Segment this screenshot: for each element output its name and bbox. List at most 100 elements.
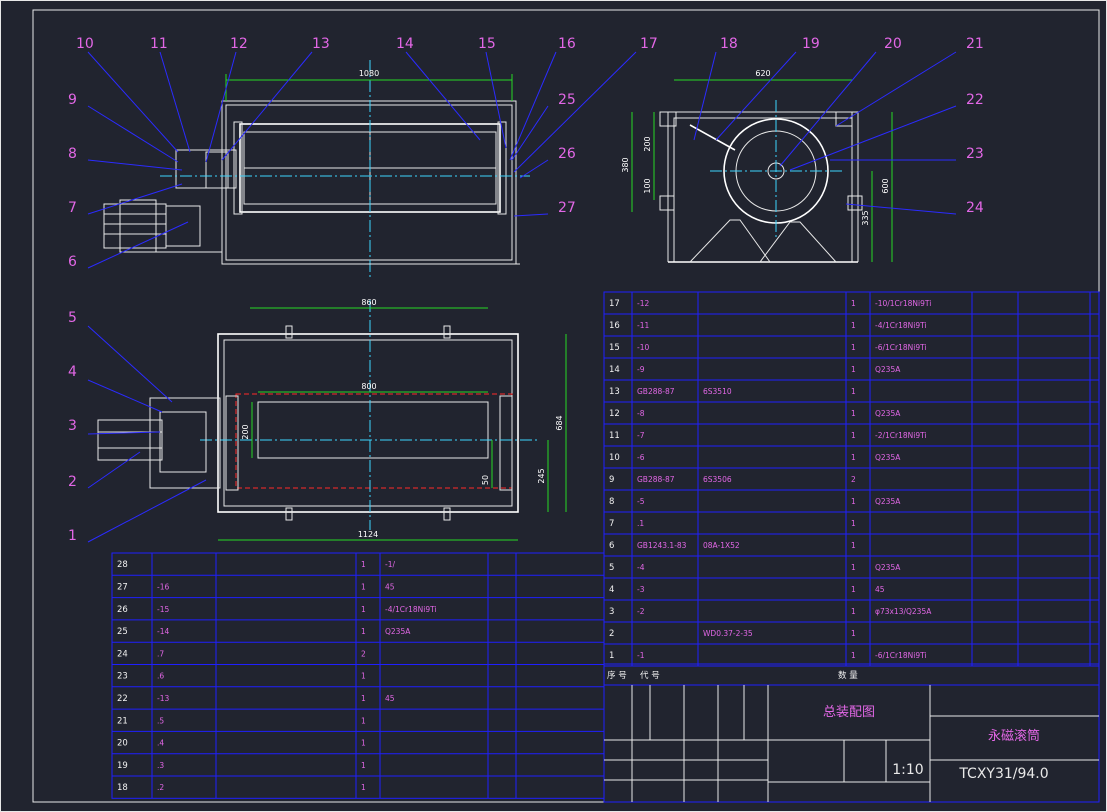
front-view: 1080 bbox=[103, 60, 530, 280]
bom-right-row-11-col-4: -2/1Cr18Ni9Ti bbox=[875, 431, 927, 440]
bom-left-row-27-col-1: -16 bbox=[157, 582, 169, 591]
bom-left-row-28-col-3: 1 bbox=[361, 560, 366, 569]
bom-right-row-8-col-3: 1 bbox=[851, 497, 856, 506]
bom-left-row-22-col-3: 1 bbox=[361, 694, 366, 703]
bom-right-row-13-col-0: 13 bbox=[609, 387, 620, 397]
bom-left-row-18-col-1: .2 bbox=[157, 783, 164, 792]
bom-left-row-20-col-3: 1 bbox=[361, 739, 366, 748]
balloon-21: 21 bbox=[966, 36, 984, 52]
bom-left-row-23-col-0: 23 bbox=[117, 672, 128, 682]
bom-left-row-26-col-1: -15 bbox=[157, 605, 169, 614]
bom-right-row-3-col-0: 3 bbox=[609, 607, 614, 617]
header-code: 代 号 bbox=[640, 670, 660, 681]
bom-left-row-26-col-3: 1 bbox=[361, 605, 366, 614]
dim-600: 600 bbox=[881, 178, 890, 193]
bom-left-row-28-col-0: 28 bbox=[117, 560, 128, 570]
bom-right-row-7-col-0: 7 bbox=[609, 519, 614, 529]
bom-right-row-9-col-3: 2 bbox=[851, 475, 856, 484]
dim-1124: 1124 bbox=[358, 530, 378, 539]
balloon-15: 15 bbox=[478, 36, 496, 52]
bom-right-row-14-col-0: 14 bbox=[609, 365, 620, 375]
bom-left-row-25-col-3: 1 bbox=[361, 627, 366, 636]
bom-left-row-21-col-3: 1 bbox=[361, 716, 366, 725]
bom-left-row-28-col-4: -1/ bbox=[385, 560, 395, 569]
bom-right-row-5-col-0: 5 bbox=[609, 563, 614, 573]
bom-header: 序 号 代 号 数 量 bbox=[603, 663, 1100, 686]
balloon-10: 10 bbox=[76, 36, 94, 52]
bom-left-row-19-col-0: 19 bbox=[117, 761, 128, 771]
bom-right-row-1-col-4: -6/1Cr18Ni9Ti bbox=[875, 651, 927, 660]
bom-right-row-12-col-1: -8 bbox=[637, 409, 645, 418]
bom-left-row-22-col-1: -13 bbox=[157, 694, 169, 703]
bom-right-row-6-col-3: 1 bbox=[851, 541, 856, 550]
bom-right-row-8-col-0: 8 bbox=[609, 497, 614, 507]
bom-left-row-20-col-0: 20 bbox=[117, 739, 128, 749]
drawing-title: 总装配图 bbox=[823, 705, 875, 720]
bom-left-row-24-col-1: .7 bbox=[157, 649, 164, 658]
bom-right-row-7-col-3: 1 bbox=[851, 519, 856, 528]
balloon-27: 27 bbox=[558, 200, 576, 216]
bom-left-row-20-col-1: .4 bbox=[157, 739, 164, 748]
bom-left-row-23-col-3: 1 bbox=[361, 672, 366, 681]
dim-200a: 200 bbox=[643, 136, 652, 151]
bom-left-row-27-col-0: 27 bbox=[117, 582, 128, 592]
bom-right-row-11-col-3: 1 bbox=[851, 431, 856, 440]
title-block: 总装配图 永磁滚筒 1:10 TCXY31/94.0 bbox=[603, 684, 1100, 803]
dim-800: 800 bbox=[361, 382, 376, 391]
bom-right-row-4-col-3: 1 bbox=[851, 585, 856, 594]
bom-right-row-13-col-1: GB288-87 bbox=[637, 387, 675, 396]
bom-left-row-26-col-4: -4/1Cr18Ni9Ti bbox=[385, 605, 437, 614]
balloon-12: 12 bbox=[230, 36, 248, 52]
balloon-7: 7 bbox=[68, 200, 77, 216]
bom-left-row-26-col-0: 26 bbox=[117, 605, 128, 615]
balloon-23: 23 bbox=[966, 146, 984, 162]
balloon-25: 25 bbox=[558, 92, 576, 108]
dim-380: 380 bbox=[621, 157, 630, 172]
dim-245: 245 bbox=[537, 468, 546, 483]
bom-right-row-5-col-4: Q235A bbox=[875, 563, 901, 572]
bom-left-row-27-col-3: 1 bbox=[361, 582, 366, 591]
bom-left-row-19-col-3: 1 bbox=[361, 761, 366, 770]
balloon-20: 20 bbox=[884, 36, 902, 52]
bom-left-row-21-col-0: 21 bbox=[117, 716, 128, 726]
plan-view: 860 800 200 50 245 684 1124 bbox=[97, 298, 567, 541]
dim-100: 100 bbox=[643, 178, 652, 193]
balloon-5: 5 bbox=[68, 310, 77, 326]
balloon-9: 9 bbox=[68, 92, 77, 108]
bom-right-row-14-col-3: 1 bbox=[851, 365, 856, 374]
bom-right-row-10-col-3: 1 bbox=[851, 453, 856, 462]
dim-684: 684 bbox=[555, 415, 564, 430]
dim-620: 620 bbox=[755, 69, 770, 78]
balloon-8: 8 bbox=[68, 146, 77, 162]
bom-right-row-16-col-4: -4/1Cr18Ni9Ti bbox=[875, 321, 927, 330]
scale-value: 1:10 bbox=[892, 762, 923, 778]
bom-right-row-9-col-0: 9 bbox=[609, 475, 614, 485]
balloon-17: 17 bbox=[640, 36, 658, 52]
bom-right-row-11-col-1: -7 bbox=[637, 431, 645, 440]
bom-left-row-25-col-1: -14 bbox=[157, 627, 169, 636]
dim-335: 335 bbox=[861, 210, 870, 225]
balloon-22: 22 bbox=[966, 92, 984, 108]
bom-right-row-17-col-0: 17 bbox=[609, 299, 620, 309]
balloon-26: 26 bbox=[558, 146, 576, 162]
balloon-13: 13 bbox=[312, 36, 330, 52]
leader-lines bbox=[87, 51, 957, 543]
bom-right-row-11-col-0: 11 bbox=[609, 431, 620, 441]
bom-left-row-22-col-4: 45 bbox=[385, 694, 395, 703]
header-qty: 数 量 bbox=[838, 670, 858, 681]
bom-left-row-19-col-1: .3 bbox=[157, 761, 164, 770]
bom-right-row-2-col-2: WD0.37-2-35 bbox=[703, 629, 753, 638]
header-seq: 序 号 bbox=[607, 670, 627, 681]
bom-right-row-16-col-1: -11 bbox=[637, 321, 649, 330]
bom-right-row-16-col-3: 1 bbox=[851, 321, 856, 330]
balloon-11: 11 bbox=[150, 36, 168, 52]
bom-right-row-5-col-3: 1 bbox=[851, 563, 856, 572]
bom-left-row-25-col-4: Q235A bbox=[385, 627, 411, 636]
bom-right-row-10-col-1: -6 bbox=[637, 453, 645, 462]
bom-right-row-12-col-0: 12 bbox=[609, 409, 620, 419]
bom-right-row-8-col-4: Q235A bbox=[875, 497, 901, 506]
bom-left-row-18-col-3: 1 bbox=[361, 783, 366, 792]
bom-right-row-12-col-4: Q235A bbox=[875, 409, 901, 418]
